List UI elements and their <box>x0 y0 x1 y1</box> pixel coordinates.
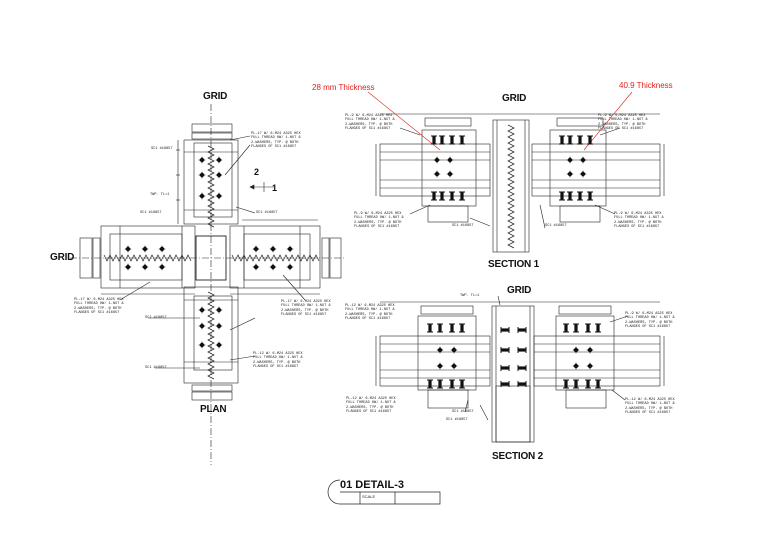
section-2-ref-sc1-a: SC1 #16857 <box>452 410 474 414</box>
grid-label-plan-left: GRID <box>50 252 75 263</box>
plan-note-bottom-right: PL-12 W/ 6-M24 A325 HEX FULL THREAD 0W/ … <box>253 352 303 370</box>
callout-40-9-thickness: 40.9 Thickness <box>619 81 673 90</box>
detail-title: 01 DETAIL-3 <box>340 479 404 491</box>
section-1-view <box>375 113 665 253</box>
section-1-bolts <box>430 135 594 201</box>
section-2-note-lower-right: PL-12 W/ 6-M24 A325 HEX FULL THREAD 0W/ … <box>625 398 675 416</box>
cut-mark-2: 2 <box>254 167 259 177</box>
detail-scale: SCALE <box>362 494 376 499</box>
plan-ref-sc1-a: SC1 #16857 <box>151 147 173 151</box>
section-2-twp-label: TWP. TL=1 <box>460 294 480 298</box>
section-1-note-upper-right: PL-9 W/ 6-M24 A325 HEX FULL THREAD 0W/ 1… <box>598 114 648 132</box>
section-1-title: SECTION 1 <box>488 259 539 270</box>
plan-note-upper-right: PL-17 W/ 6-M24 A325 HEX FULL THREAD 0W/ … <box>251 132 301 150</box>
section-2-bolts <box>426 323 602 389</box>
plan-view <box>70 104 345 465</box>
section-2-note-upper-left: PL-12 W/ 6-M24 A325 HEX FULL THREAD 0W/ … <box>345 304 395 322</box>
plan-note-lower-left: PL-17 W/ 6-M24 A325 HEX FULL THREAD 0W/ … <box>74 298 124 316</box>
section-1-ref-sc1-b: SC1 #16857 <box>545 224 567 228</box>
section-2-note-lower-left: PL-12 W/ 6-M24 A325 HEX FULL THREAD 0W/ … <box>346 397 396 415</box>
grid-label-section-2: GRID <box>507 285 532 296</box>
plan-note-lower-right: PL-17 W/ 6-M24 A325 HEX FULL THREAD 0W/ … <box>281 300 331 318</box>
plan-twp-label: TWP. TL=1 <box>150 193 170 197</box>
section-2-ref-sc1-b: SC1 #16857 <box>446 418 468 422</box>
plan-ref-sc1-e: SC1 #16857 <box>145 366 167 370</box>
section-1-note-upper-left: PL-9 W/ 6-M24 A325 HEX FULL THREAD 0W/ 1… <box>345 114 395 132</box>
plan-ref-sc1-d: SC1 #16857 <box>145 316 167 320</box>
grid-label-plan-top: GRID <box>203 91 228 102</box>
plan-title: PLAN <box>200 404 227 415</box>
section-1-callout-lines <box>367 91 633 151</box>
detail-title-block <box>327 479 441 505</box>
section-2-view <box>375 295 665 443</box>
grid-label-section-1: GRID <box>502 93 527 104</box>
plan-ref-sc1-c: SC1 #16857 <box>256 211 278 215</box>
section-2-note-upper-right: PL-9 W/ 6-M24 A325 HEX FULL THREAD 0W/ 1… <box>625 312 675 330</box>
callout-28mm-thickness: 28 mm Thickness <box>312 83 375 92</box>
plan-ref-sc1-b: SC1 #16857 <box>140 211 162 215</box>
section-2-title: SECTION 2 <box>492 451 543 462</box>
cut-mark-1: 1 <box>272 183 277 193</box>
section-1-note-lower-left: PL-9 W/ 6-M24 A325 HEX FULL THREAD 0W/ 1… <box>354 212 404 230</box>
section-1-note-lower-right: PL-9 W/ 6-M24 A325 HEX FULL THREAD 0W/ 1… <box>614 212 664 230</box>
section-1-ref-sc1-a: SC1 #16857 <box>452 224 474 228</box>
